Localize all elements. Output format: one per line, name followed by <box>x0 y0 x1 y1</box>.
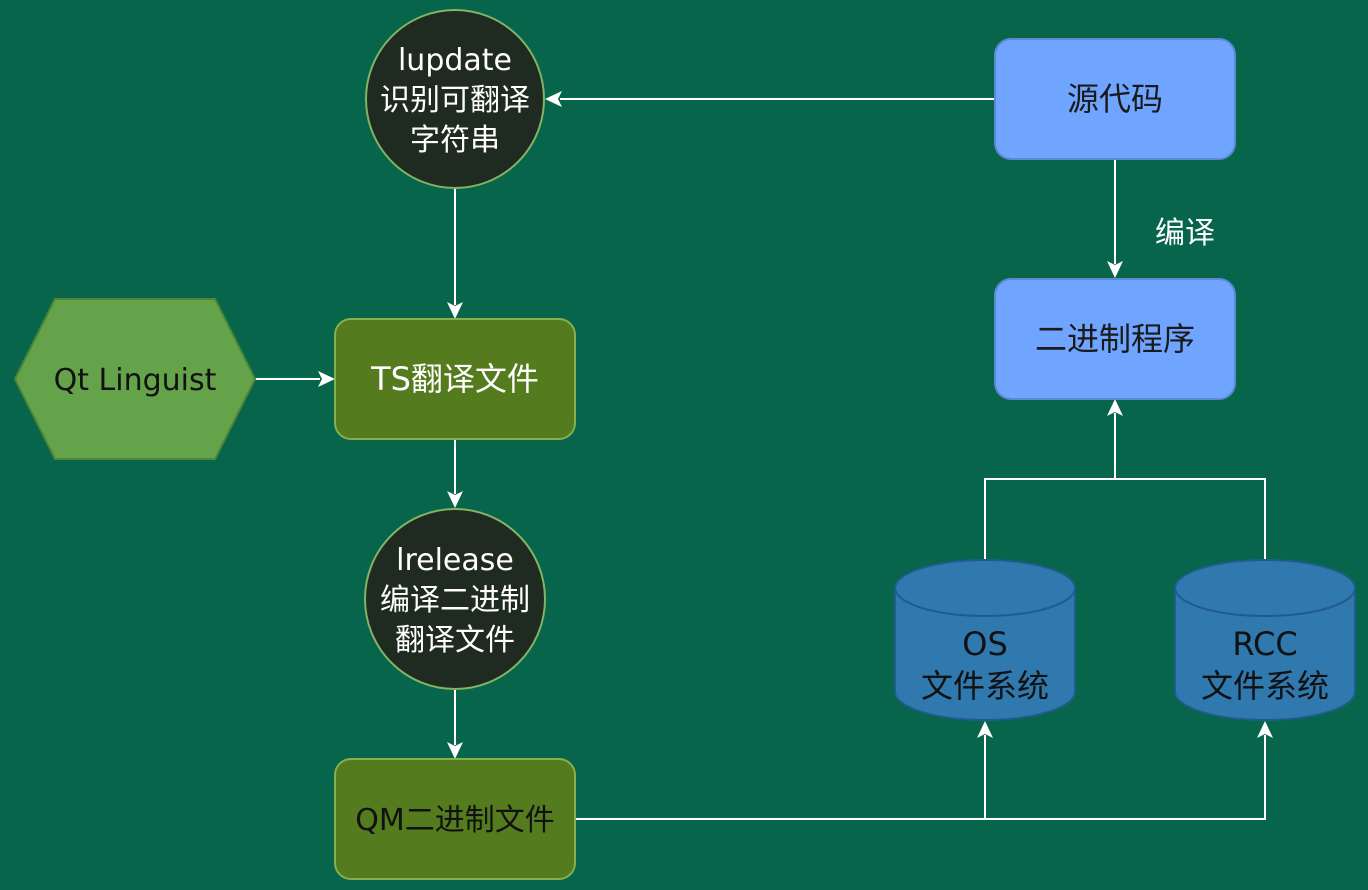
node-os-filesystem-line-2: 文件系统 <box>921 667 1049 705</box>
node-ts-file-label: TS翻译文件 <box>370 360 539 398</box>
node-binary-program-label: 二进制程序 <box>1035 320 1195 358</box>
edge-filesystems-to-binary <box>984 399 1266 560</box>
node-lupdate-line-3: 字符串 <box>410 123 500 158</box>
edge-source-to-binary <box>1107 159 1123 278</box>
node-source-code-label: 源代码 <box>1067 80 1163 118</box>
node-lrelease: lrelease 编译二进制 翻译文件 <box>364 508 546 690</box>
node-rcc-filesystem-line-1: RCC <box>1232 625 1297 663</box>
node-ts-file: TS翻译文件 <box>334 318 576 440</box>
node-os-filesystem: OS 文件系统 <box>894 559 1076 721</box>
edge-ts-to-lrelease <box>447 439 463 508</box>
node-rcc-filesystem: RCC 文件系统 <box>1174 559 1356 721</box>
node-qt-linguist-label: Qt Linguist <box>54 363 217 398</box>
node-lupdate-line-2: 识别可翻译 <box>380 83 530 118</box>
edge-linguist-to-ts <box>255 371 335 387</box>
edge-qm-to-filesystems <box>575 721 1273 820</box>
node-os-filesystem-line-1: OS <box>962 625 1008 663</box>
node-rcc-filesystem-line-2: 文件系统 <box>1201 667 1329 705</box>
node-lupdate: lupdate 识别可翻译 字符串 <box>365 9 545 189</box>
node-lrelease-line-1: lrelease <box>396 543 514 578</box>
node-lrelease-line-2: 编译二进制 <box>380 583 530 618</box>
node-qt-linguist: Qt Linguist <box>13 298 257 460</box>
node-qm-file-label: QM二进制文件 <box>355 803 555 838</box>
edge-source-to-lupdate <box>545 91 995 107</box>
node-qm-file: QM二进制文件 <box>334 758 576 880</box>
edge-label-compile: 编译 <box>1155 216 1215 251</box>
edge-lupdate-to-ts <box>447 188 463 319</box>
node-source-code: 源代码 <box>994 38 1236 160</box>
node-binary-program: 二进制程序 <box>994 278 1236 400</box>
node-lrelease-line-3: 翻译文件 <box>395 623 515 658</box>
edge-lrelease-to-qm <box>447 690 463 759</box>
node-lupdate-line-1: lupdate <box>398 43 512 78</box>
